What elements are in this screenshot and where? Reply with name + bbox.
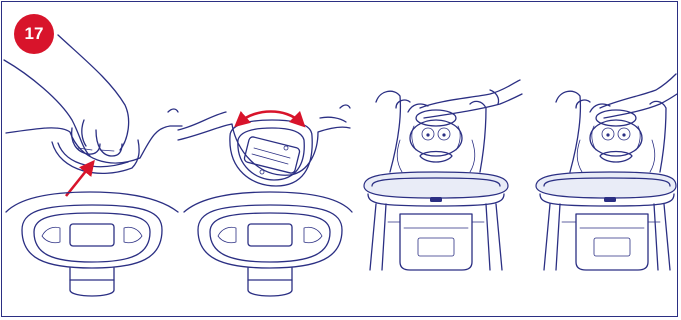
panel-adjust-seat-2 [536, 74, 677, 270]
hand-pressing-icon [4, 35, 129, 156]
panel-rotate-dial [178, 105, 352, 296]
panel-adjust-seat-1 [364, 80, 522, 270]
high-chair-icon [364, 80, 522, 270]
high-chair-icon [536, 74, 677, 270]
step-number-badge: 17 [14, 14, 54, 54]
rotation-dial-icon [238, 128, 304, 180]
panel-press-release-lever [4, 35, 182, 296]
